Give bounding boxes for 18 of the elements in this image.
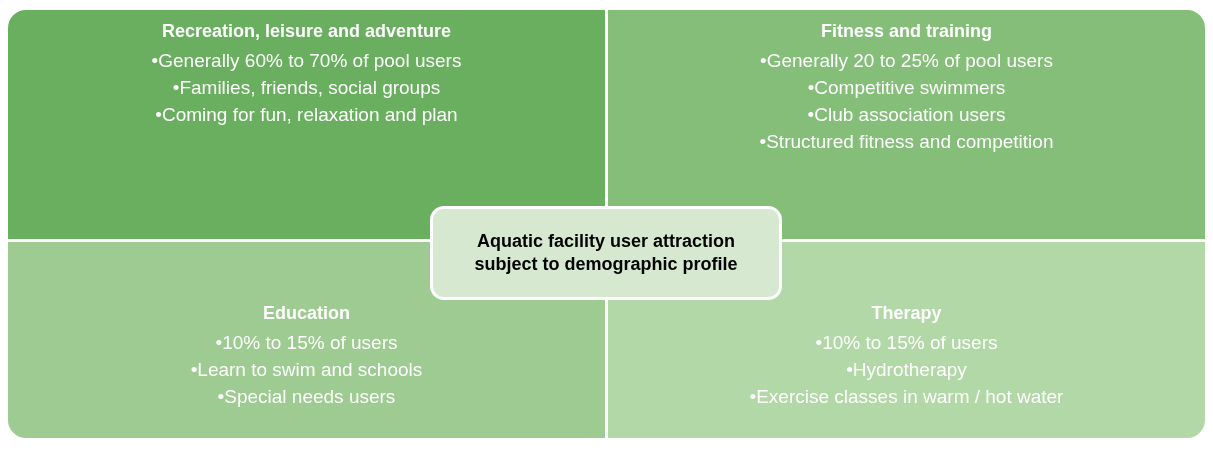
bullet-item: •Generally 60% to 70% of pool users <box>151 49 462 73</box>
bullet-item: •Club association users <box>807 103 1006 127</box>
quadrant-heading: Recreation, leisure and adventure <box>161 20 452 43</box>
bullet-item: •Coming for fun, relaxation and plan <box>155 103 458 127</box>
bullet-item: •Competitive swimmers <box>807 76 1006 100</box>
bullet-item: •Learn to swim and schools <box>190 358 423 382</box>
bullet-item: •10% to 15% of users <box>215 331 398 355</box>
quadrant-heading: Fitness and training <box>821 20 992 43</box>
quadrant-heading: Education <box>263 302 350 325</box>
bullet-item: •Special needs users <box>217 385 396 409</box>
bullet-item: •Hydrotherapy <box>846 358 967 382</box>
bullet-item: •Structured fitness and competition <box>759 130 1054 154</box>
bullet-item: •Families, friends, social groups <box>172 76 441 100</box>
bullet-item: •Generally 20 to 25% of pool users <box>760 49 1053 73</box>
central-topic-box: Aquatic facility user attraction subject to demographic profile <box>430 206 782 300</box>
bullet-item: •Exercise classes in warm / hot water <box>749 385 1064 409</box>
bullet-item: •10% to 15% of users <box>815 331 998 355</box>
quadrant-heading: Therapy <box>871 302 942 325</box>
